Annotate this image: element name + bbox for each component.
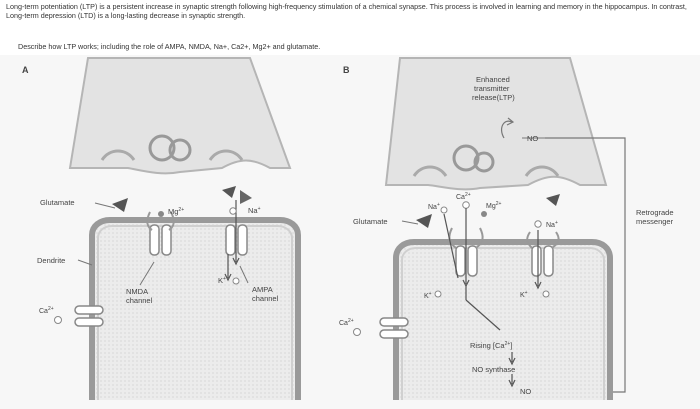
glutamate-molecule-icon <box>546 194 560 206</box>
enhanced-label-2: transmitter <box>474 84 510 93</box>
nmda-label-1: NMDA <box>126 287 148 296</box>
calcium-channel-icon <box>353 317 409 339</box>
rising-ca-label: Rising [Ca2+] <box>470 341 512 350</box>
glutamate-label-a: Glutamate <box>40 198 75 207</box>
glutamate-molecule-icon <box>240 190 252 204</box>
vesicle-icon <box>452 144 480 172</box>
mg-label-a: Mg2+ <box>168 207 184 216</box>
ampa-label-2: channel <box>252 294 279 303</box>
nmda-label-2: channel <box>126 296 153 305</box>
na-ion-icon <box>440 206 448 214</box>
k-label-b-left: K+ <box>424 291 432 300</box>
no-synthase-label: NO synthase <box>472 365 515 374</box>
ca-ion-icon <box>353 328 361 336</box>
vesicle-icon <box>473 151 495 173</box>
calcium-channel-icon <box>54 305 104 327</box>
nmda-channel-icon <box>434 201 487 300</box>
k-label-a: K+ <box>218 276 226 285</box>
glutamate-leader <box>94 202 116 209</box>
dendrite-label-a: Dendrite <box>37 256 65 265</box>
no-arrow <box>500 120 513 139</box>
vesicle-fusion-icon <box>100 149 136 161</box>
vesicle-icon <box>148 134 176 162</box>
k-label-b-right: K+ <box>520 290 528 299</box>
ampa-channel-icon <box>224 200 248 285</box>
panel-a-letter: A <box>22 65 29 75</box>
presynaptic-terminal-a <box>68 57 292 175</box>
k-ion-icon <box>434 290 442 298</box>
question-text: Describe how LTP works; including the ro… <box>18 42 321 51</box>
mg-ion-icon <box>158 211 164 217</box>
na-label-b-left: Na+ <box>428 202 440 211</box>
dendrite-a <box>89 217 301 400</box>
na-label-b-right: Na+ <box>546 220 558 229</box>
k-ion-icon <box>542 290 550 298</box>
glutamate-molecule-icon <box>222 186 236 198</box>
glutamate-label-b: Glutamate <box>353 217 388 226</box>
glutamate-molecule-icon <box>416 214 432 228</box>
retrograde-label-2: messenger <box>636 217 674 226</box>
enhanced-label-1: Enhanced <box>476 75 510 84</box>
k-ion-icon <box>232 277 240 285</box>
na-ion-icon <box>534 220 542 228</box>
na-ion-icon <box>229 207 237 215</box>
presynaptic-terminal-b <box>384 57 608 191</box>
panel-b-letter: B <box>343 65 350 75</box>
ca-ion-icon <box>54 316 62 324</box>
vesicle-icon <box>168 138 192 162</box>
ca-label-b-left: Ca2+ <box>339 318 354 327</box>
ampa-channel-icon <box>526 220 560 298</box>
no-label-bottom: NO <box>520 387 531 396</box>
ca-ion-icon <box>462 201 470 209</box>
enhanced-label-3: release(LTP) <box>472 93 515 102</box>
glutamate-molecule-icon <box>112 198 128 212</box>
intro-text: Long-term potentiation (LTP) is a persis… <box>6 2 687 21</box>
nmda-channel-icon <box>146 211 175 256</box>
ampa-label-1: AMPA <box>252 285 273 294</box>
retrograde-label-1: Retrograde <box>636 208 674 217</box>
vesicle-fusion-icon <box>208 149 244 161</box>
ca-label-a: Ca2+ <box>39 306 54 315</box>
mg-ion-icon <box>481 211 487 217</box>
panel-a: A <box>22 57 301 400</box>
ca-label-b-top: Ca2+ <box>456 192 471 201</box>
dendrite-b <box>393 239 613 400</box>
na-label-a: Na+ <box>248 206 261 215</box>
no-label-top: NO <box>527 134 538 143</box>
mg-label-b: Mg2+ <box>486 201 502 210</box>
panel-b: B <box>339 57 674 400</box>
